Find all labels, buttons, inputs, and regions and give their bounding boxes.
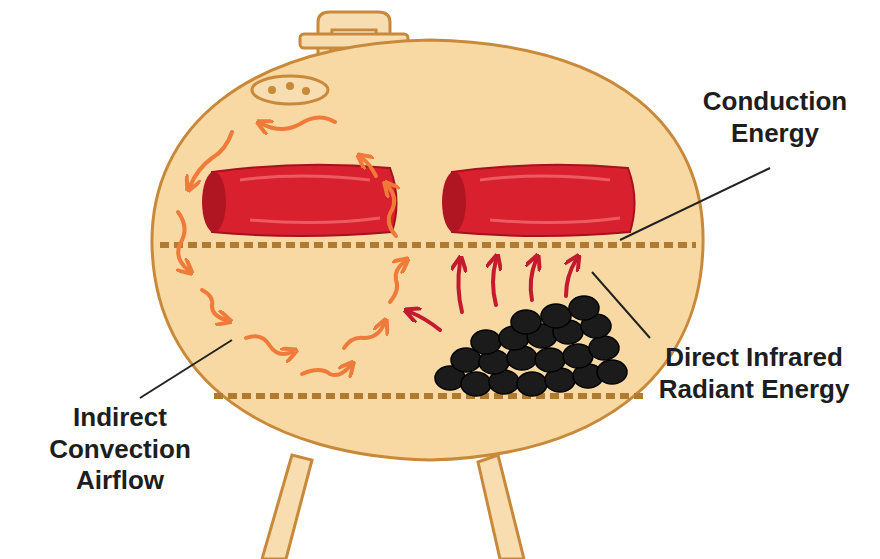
callout-label: Indirect Convection Airflow	[40, 402, 200, 497]
grill-leg	[262, 455, 312, 559]
callout-label: Conduction Energy	[680, 86, 870, 149]
callout-label: Direct Infrared Radiant Energy	[636, 342, 872, 405]
meat	[202, 165, 397, 236]
charcoal-grate	[214, 393, 644, 399]
kettle-body	[152, 40, 703, 460]
lid-vent	[252, 76, 328, 104]
meat	[442, 165, 635, 236]
radiant-arrows	[410, 260, 576, 330]
convection-arrows	[178, 117, 404, 375]
grill-leg	[478, 455, 524, 559]
cooking-grate	[160, 242, 696, 248]
